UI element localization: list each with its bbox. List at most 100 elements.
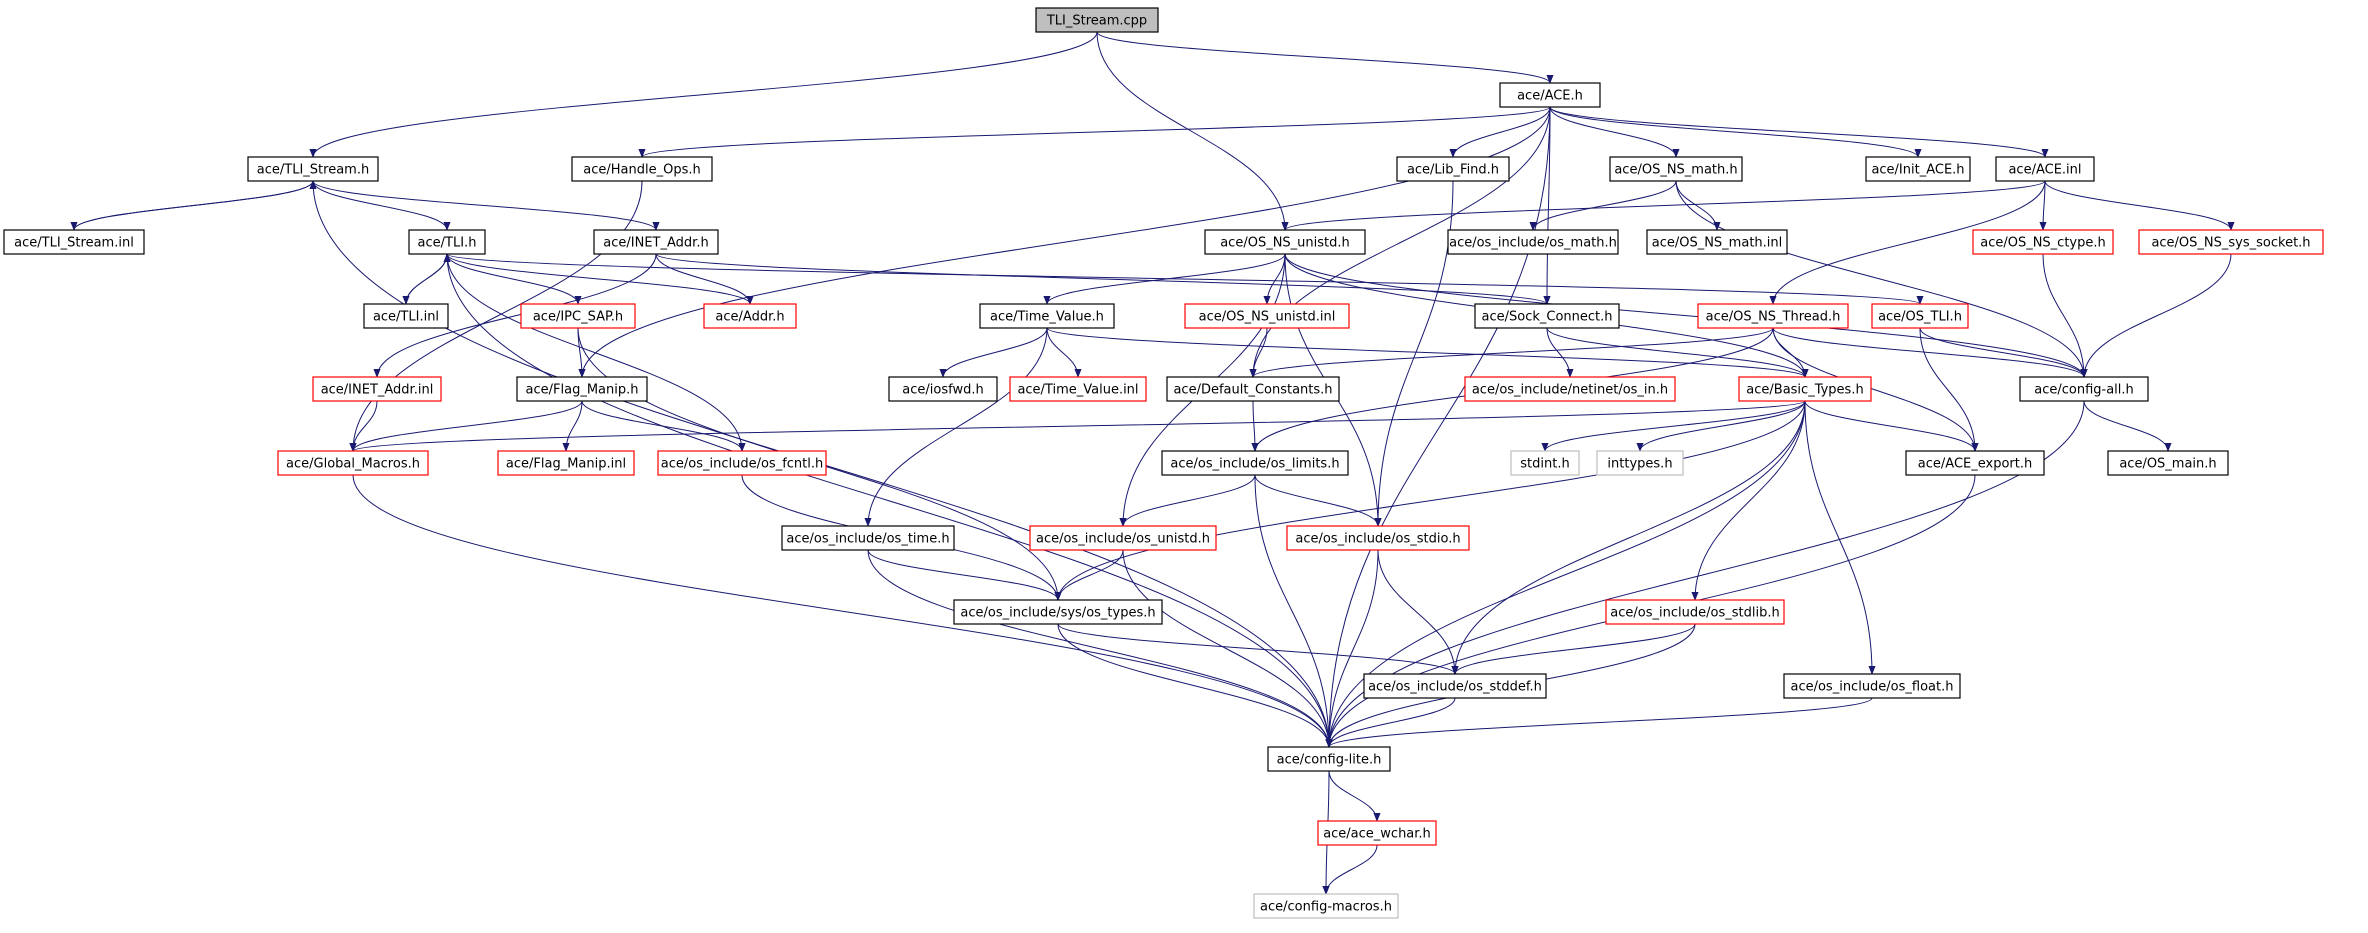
edge-basic_types-to-os_stdlib [1691,400,1806,601]
node-label: ace/Flag_Manip.inl [506,457,626,472]
node-flag-manip[interactable]: ace/Flag_Manip.h [516,376,648,402]
edge-config_all-to-os_main [2083,400,2172,452]
node-box [1596,450,1684,476]
node-time-value-inl[interactable]: ace/Time_Value.inl [1009,376,1147,402]
node-os-stddef[interactable]: ace/os_include/os_stddef.h [1363,673,1547,699]
node-box [247,156,379,182]
edge-inet_addr_inl-to-global_macros [349,400,378,452]
node-ace-h[interactable]: ace/ACE.h [1499,82,1601,108]
node-os-ns-math[interactable]: ace/OS_NS_math.h [1609,156,1743,182]
node-flag-manip-inl[interactable]: ace/Flag_Manip.inl [497,450,635,476]
node-time-value[interactable]: ace/Time_Value.h [979,303,1115,329]
node-ace-export[interactable]: ace/ACE_export.h [1905,450,2045,476]
edge-basic_types-to-os_stddef [1451,400,1806,675]
node-box [1605,599,1785,625]
edge-ace_h-to-lib_find [1449,106,1551,158]
edge-ace_inl-to-os_ns_ctype [2039,180,2047,231]
node-box [1697,303,1849,329]
node-os-in[interactable]: ace/os_include/netinet/os_in.h [1464,376,1676,402]
node-box [1905,450,2045,476]
node-label: ace/os_include/os_limits.h [1170,457,1339,472]
node-os-ns-math-inl[interactable]: ace/OS_NS_math.inl [1646,229,1788,255]
node-default-constants[interactable]: ace/Default_Constants.h [1166,376,1340,402]
node-label: stdint.h [1520,457,1569,472]
node-lib-find[interactable]: ace/Lib_Find.h [1396,156,1510,182]
node-ace-wchar[interactable]: ace/ace_wchar.h [1317,820,1437,846]
node-global-macros[interactable]: ace/Global_Macros.h [277,450,429,476]
edge-sock_connect-to-os_in [1546,327,1574,378]
node-os-tli[interactable]: ace/OS_TLI.h [1871,303,1969,329]
node-iosfwd[interactable]: ace/iosfwd.h [888,376,998,402]
node-label: ace/OS_NS_unistd.inl [1199,310,1336,325]
node-config-lite[interactable]: ace/config-lite.h [1267,746,1391,772]
edge-tli_stream_h-to-inet_addr [312,180,660,231]
node-os-ns-unistd[interactable]: ace/OS_NS_unistd.h [1204,229,1366,255]
edge-root-to-os_ns_unistd [1096,31,1289,231]
node-label: ace/os_include/os_float.h [1790,680,1953,695]
node-os-ns-ctype[interactable]: ace/OS_NS_ctype.h [1972,229,2114,255]
node-basic-types[interactable]: ace/Basic_Types.h [1738,376,1872,402]
node-os-ns-sys-socket[interactable]: ace/OS_NS_sys_socket.h [2138,229,2324,255]
node-box [312,376,442,402]
node-os-stdlib[interactable]: ace/os_include/os_stdlib.h [1605,599,1785,625]
node-inet-addr-inl[interactable]: ace/INET_Addr.inl [312,376,442,402]
node-box [1464,376,1676,402]
node-os-float[interactable]: ace/os_include/os_float.h [1783,673,1961,699]
node-label: ace/Handle_Ops.h [583,163,700,178]
edge-os_time-to-config_lite [867,549,1333,748]
node-tli-h[interactable]: ace/TLI.h [408,229,486,255]
node-os-ns-unistd-inl[interactable]: ace/OS_NS_unistd.inl [1184,303,1350,329]
node-os-limits[interactable]: ace/os_include/os_limits.h [1161,450,1349,476]
edge-ace_inl-to-os_ns_thread [1769,180,2046,305]
node-os-unistd[interactable]: ace/os_include/os_unistd.h [1029,525,1217,551]
edge-os_limits-to-config_lite [1254,474,1333,748]
node-box [516,376,648,402]
edge-os_stdio-to-os_stddef [1377,549,1459,675]
node-box [1009,376,1147,402]
node-box [657,450,827,476]
node-label: ace/Lib_Find.h [1407,163,1499,178]
node-sys-os-types[interactable]: ace/os_include/sys/os_types.h [953,599,1163,625]
edge-tli_h-to-ipc_sap [446,253,582,305]
node-box [953,599,1163,625]
edge-os_ns_sys_socket-to-config_all [2080,253,2232,378]
node-label: ace/ACE_export.h [1918,457,2032,472]
node-label: ace/os_include/os_stdio.h [1295,532,1460,547]
node-label: ace/OS_NS_Thread.h [1706,310,1841,325]
node-box [1609,156,1743,182]
edge-basic_types-to-global_macros [349,400,1806,452]
node-os-fcntl[interactable]: ace/os_include/os_fcntl.h [657,450,827,476]
node-label: ace/os_include/sys/os_types.h [960,606,1155,621]
node-box [1447,229,1619,255]
node-handle-ops[interactable]: ace/Handle_Ops.h [571,156,713,182]
node-config-all[interactable]: ace/config-all.h [2019,376,2149,402]
node-label: inttypes.h [1607,457,1672,472]
node-os-stdio[interactable]: ace/os_include/os_stdio.h [1286,525,1470,551]
edge-time_value-to-time_value_inl [1046,327,1082,378]
node-os-time[interactable]: ace/os_include/os_time.h [781,525,955,551]
edge-flag_manip-to-global_macros [349,400,583,452]
node-addr[interactable]: ace/Addr.h [703,303,797,329]
edge-config_lite-to-ace_wchar [1328,770,1381,822]
node-box [1029,525,1217,551]
node-box [979,303,1115,329]
edge-os_float-to-config_lite [1325,697,1873,748]
node-tli-inl[interactable]: ace/TLI.inl [363,303,449,329]
edge-ace_h-to-config_lite [1325,106,1551,748]
node-tli-stream-inl[interactable]: ace/TLI_Stream.inl [3,229,145,255]
edge-flag_manip-to-os_fcntl [581,400,746,452]
edge-tli_h-to-os_fcntl [446,253,746,452]
node-os-main[interactable]: ace/OS_main.h [2107,450,2229,476]
node-inet-addr[interactable]: ace/INET_Addr.h [593,229,719,255]
node-sock-connect[interactable]: ace/Sock_Connect.h [1474,303,1620,329]
node-ipc-sap[interactable]: ace/IPC_SAP.h [520,303,636,329]
edge-ace_h-to-handle_ops [638,106,1551,158]
node-init-ace[interactable]: ace/Init_ACE.h [1865,156,1971,182]
edge-tli_h-to-os_tli [446,253,1924,305]
node-tli-stream-h[interactable]: ace/TLI_Stream.h [247,156,379,182]
node-ace-inl[interactable]: ace/ACE.inl [1995,156,2095,182]
edge-os_ns_thread-to-config_all [1772,327,2088,378]
node-os-ns-thread[interactable]: ace/OS_NS_Thread.h [1697,303,1849,329]
node-os-math[interactable]: ace/os_include/os_math.h [1447,229,1619,255]
